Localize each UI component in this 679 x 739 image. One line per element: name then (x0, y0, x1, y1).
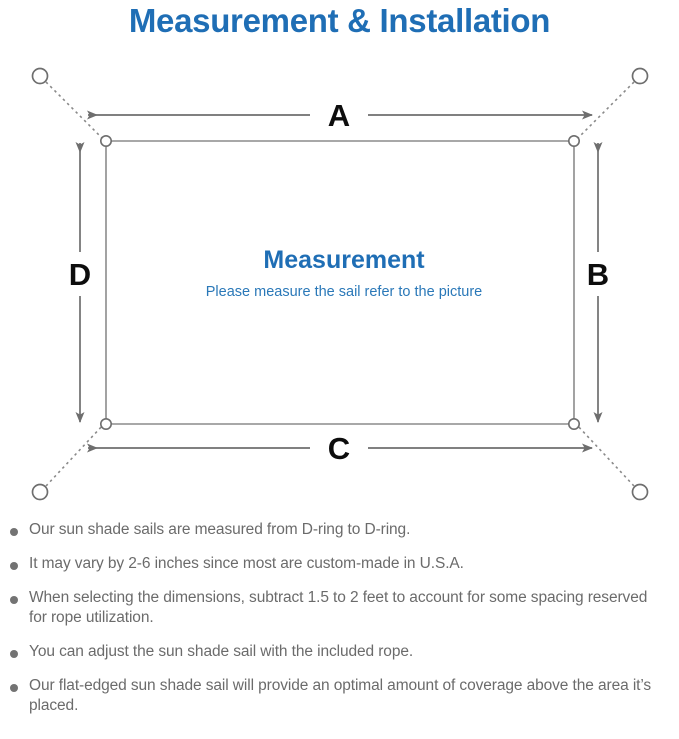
dimension-label-c: C (328, 431, 350, 466)
anchor-ring-bottom-right (631, 483, 649, 501)
measurement-diagram: A C D B Measurement Please measure the s… (0, 44, 679, 514)
diagram-center-title: Measurement (263, 246, 425, 274)
d-ring-bottom-left (100, 417, 113, 430)
note-text: When selecting the dimensions, subtract … (29, 589, 648, 626)
dimension-label-a: A (328, 98, 350, 133)
list-item: When selecting the dimensions, subtract … (0, 588, 679, 628)
rope-line-top-right (575, 81, 635, 141)
bullet-icon (10, 562, 18, 570)
bullet-icon (10, 684, 18, 692)
diagram-center-subtitle: Please measure the sail refer to the pic… (206, 284, 482, 300)
sail-body (105, 140, 575, 425)
dimension-b: B (587, 142, 609, 423)
list-item: It may vary by 2-6 inches since most are… (0, 554, 679, 574)
rope-line-top-left (45, 81, 105, 141)
anchor-ring-top-right (631, 67, 649, 85)
dimension-c: C (87, 431, 593, 466)
rope-line-bottom-right (575, 423, 635, 487)
d-ring-top-right (567, 135, 580, 148)
list-item: Our flat-edged sun shade sail will provi… (0, 676, 679, 716)
dimension-a: A (87, 98, 593, 133)
bullet-icon (10, 650, 18, 658)
dimension-d: D (69, 142, 91, 423)
d-rings (100, 135, 580, 430)
rope-line-bottom-left (45, 423, 105, 487)
page-title: Measurement & Installation (128, 2, 551, 39)
note-text: Our sun shade sails are measured from D-… (29, 521, 411, 538)
note-text: It may vary by 2-6 inches since most are… (29, 555, 464, 572)
note-text: You can adjust the sun shade sail with t… (29, 643, 414, 660)
notes-list: Our sun shade sails are measured from D-… (0, 520, 679, 730)
bullet-icon (10, 528, 18, 536)
rope-lines (45, 81, 635, 487)
anchor-rings (31, 67, 649, 501)
d-ring-top-left (100, 135, 113, 148)
note-text: Our flat-edged sun shade sail will provi… (29, 677, 652, 714)
list-item: You can adjust the sun shade sail with t… (0, 642, 679, 662)
anchor-ring-top-left (31, 67, 49, 85)
anchor-ring-bottom-left (31, 483, 49, 501)
list-item: Our sun shade sails are measured from D-… (0, 520, 679, 540)
bullet-icon (10, 596, 18, 604)
d-ring-bottom-right (567, 417, 580, 430)
dimension-label-d: D (69, 257, 91, 292)
dimension-label-b: B (587, 257, 609, 292)
